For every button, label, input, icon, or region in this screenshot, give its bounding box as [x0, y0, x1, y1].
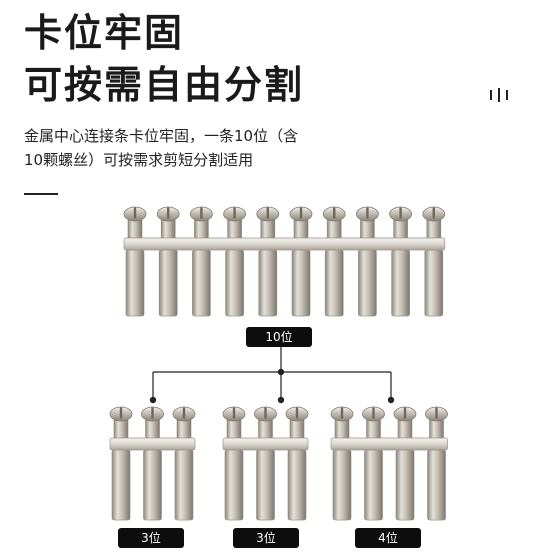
jumper-pin	[189, 206, 213, 317]
connector-lines	[149, 346, 395, 404]
jumper-pin	[109, 406, 133, 521]
jumper-pin	[141, 406, 164, 521]
jumper-pin	[123, 206, 147, 317]
jumper-pin	[172, 406, 196, 521]
description: 金属中心连接条卡位牢固，一条10位（含 10颗螺丝）可按需求剪短分割适用	[24, 124, 384, 172]
jumper-pin	[322, 206, 346, 317]
jumper-pin	[330, 406, 354, 521]
jumper-pin	[393, 406, 417, 521]
jumper-pin	[289, 206, 313, 317]
jumper-bar-10	[123, 206, 446, 317]
heading-line-2: 可按需自由分割	[24, 63, 305, 107]
label-10-positions: 10位	[246, 327, 312, 347]
jumper-pin	[222, 406, 246, 521]
connecting-strip	[109, 437, 196, 451]
jumper-bar-3-middle	[222, 406, 309, 521]
jumper-pin	[256, 206, 280, 317]
heading-line-1: 卡位牢固	[24, 11, 185, 55]
jumper-pin	[285, 406, 309, 521]
jumper-bar-3-left	[109, 406, 196, 521]
label-4-positions: 4位	[355, 528, 421, 548]
jumper-pin	[422, 206, 446, 317]
jumper-pin	[425, 406, 448, 521]
connecting-strip	[330, 437, 448, 451]
jumper-pin	[355, 206, 379, 317]
label-3-positions-left: 3位	[118, 528, 184, 548]
jumper-pin	[156, 206, 180, 317]
connecting-strip	[123, 237, 446, 251]
divider	[24, 193, 58, 195]
jumper-pin	[362, 406, 385, 521]
jumper-pin	[389, 206, 413, 317]
description-line-1: 金属中心连接条卡位牢固，一条10位（含	[24, 127, 299, 145]
jumper-bar-4	[330, 406, 448, 521]
jumper-pin	[223, 206, 247, 317]
description-line-2: 10颗螺丝）可按需求剪短分割适用	[24, 151, 254, 169]
jumper-pin	[254, 406, 277, 521]
connecting-strip	[222, 437, 309, 451]
decorative-marks	[490, 88, 510, 102]
label-3-positions-middle: 3位	[233, 528, 299, 548]
